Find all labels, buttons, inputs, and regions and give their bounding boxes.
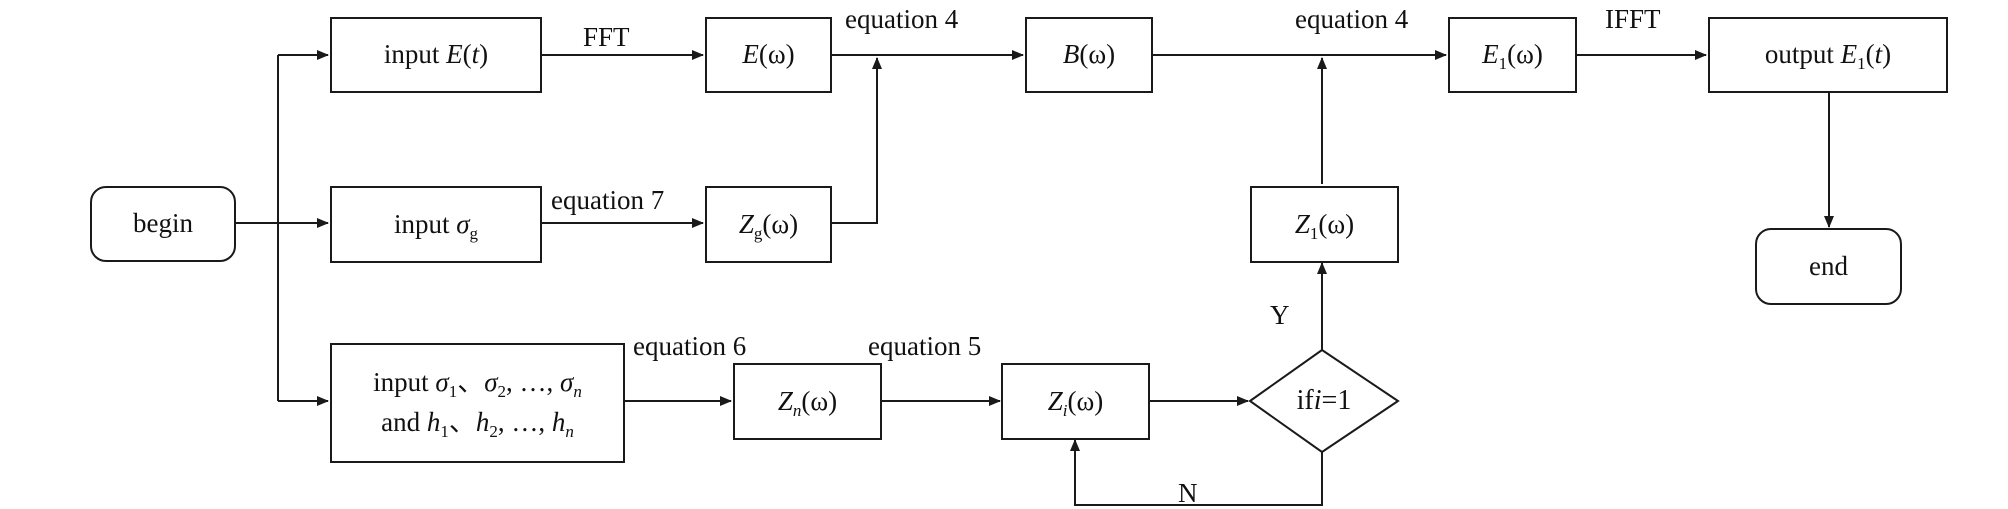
b-omega-label: B(ω) — [1062, 39, 1116, 70]
input-layers-line2: and h1、h2, …, hn — [381, 407, 574, 441]
z1-omega-label: Z1(ω) — [1294, 208, 1355, 243]
e1-omega-node: E1(ω) — [1448, 17, 1577, 93]
e-omega-label: E(ω) — [742, 39, 795, 70]
zg-omega-label: Zg(ω) — [738, 208, 799, 243]
z1-omega-node: Z1(ω) — [1250, 186, 1399, 263]
input-et-node: input E(t) — [330, 17, 542, 93]
begin-label: begin — [133, 208, 193, 239]
edge-no-loop — [1070, 439, 1323, 506]
zi-omega-node: Zi(ω) — [1001, 363, 1150, 440]
input-et-label: input E(t) — [383, 39, 489, 70]
eq5-label: equation 5 — [868, 331, 982, 361]
begin-node: begin — [90, 186, 236, 262]
fft-label: FFT — [583, 22, 630, 52]
zg-omega-node: Zg(ω) — [705, 186, 832, 263]
input-layers-line1: input σ1、σ2, …, σn — [373, 367, 582, 402]
decision-label: if i=1 — [1296, 385, 1352, 416]
eq6-label: equation 6 — [633, 331, 747, 361]
e-omega-node: E(ω) — [705, 17, 832, 93]
b-omega-node: B(ω) — [1025, 17, 1153, 93]
e1-omega-label: E1(ω) — [1482, 39, 1543, 74]
end-node: end — [1755, 228, 1902, 305]
yes-label: Y — [1270, 300, 1290, 330]
decision-diamond — [1248, 348, 1400, 454]
eq7-label: equation 7 — [551, 185, 665, 215]
end-label: end — [1809, 250, 1848, 281]
output-e1t-node: output E1(t) — [1708, 17, 1948, 93]
eq4-right-label: equation 4 — [1295, 4, 1409, 34]
eq4-left-label: equation 4 — [845, 4, 959, 34]
ifft-label: IFFT — [1605, 4, 1661, 34]
input-sigma-g-label: input σg — [393, 208, 479, 243]
zi-omega-label: Zi(ω) — [1047, 385, 1104, 420]
input-layers-node: input σ1、σ2, …, σn and h1、h2, …, hn — [330, 343, 625, 463]
input-sigma-g-node: input σg — [330, 186, 542, 263]
zn-omega-label: Zn(ω) — [777, 385, 838, 420]
output-e1t-label: output E1(t) — [1764, 39, 1892, 74]
zn-omega-node: Zn(ω) — [733, 363, 882, 440]
no-label: N — [1178, 478, 1198, 508]
edge-zg-up — [831, 57, 882, 224]
